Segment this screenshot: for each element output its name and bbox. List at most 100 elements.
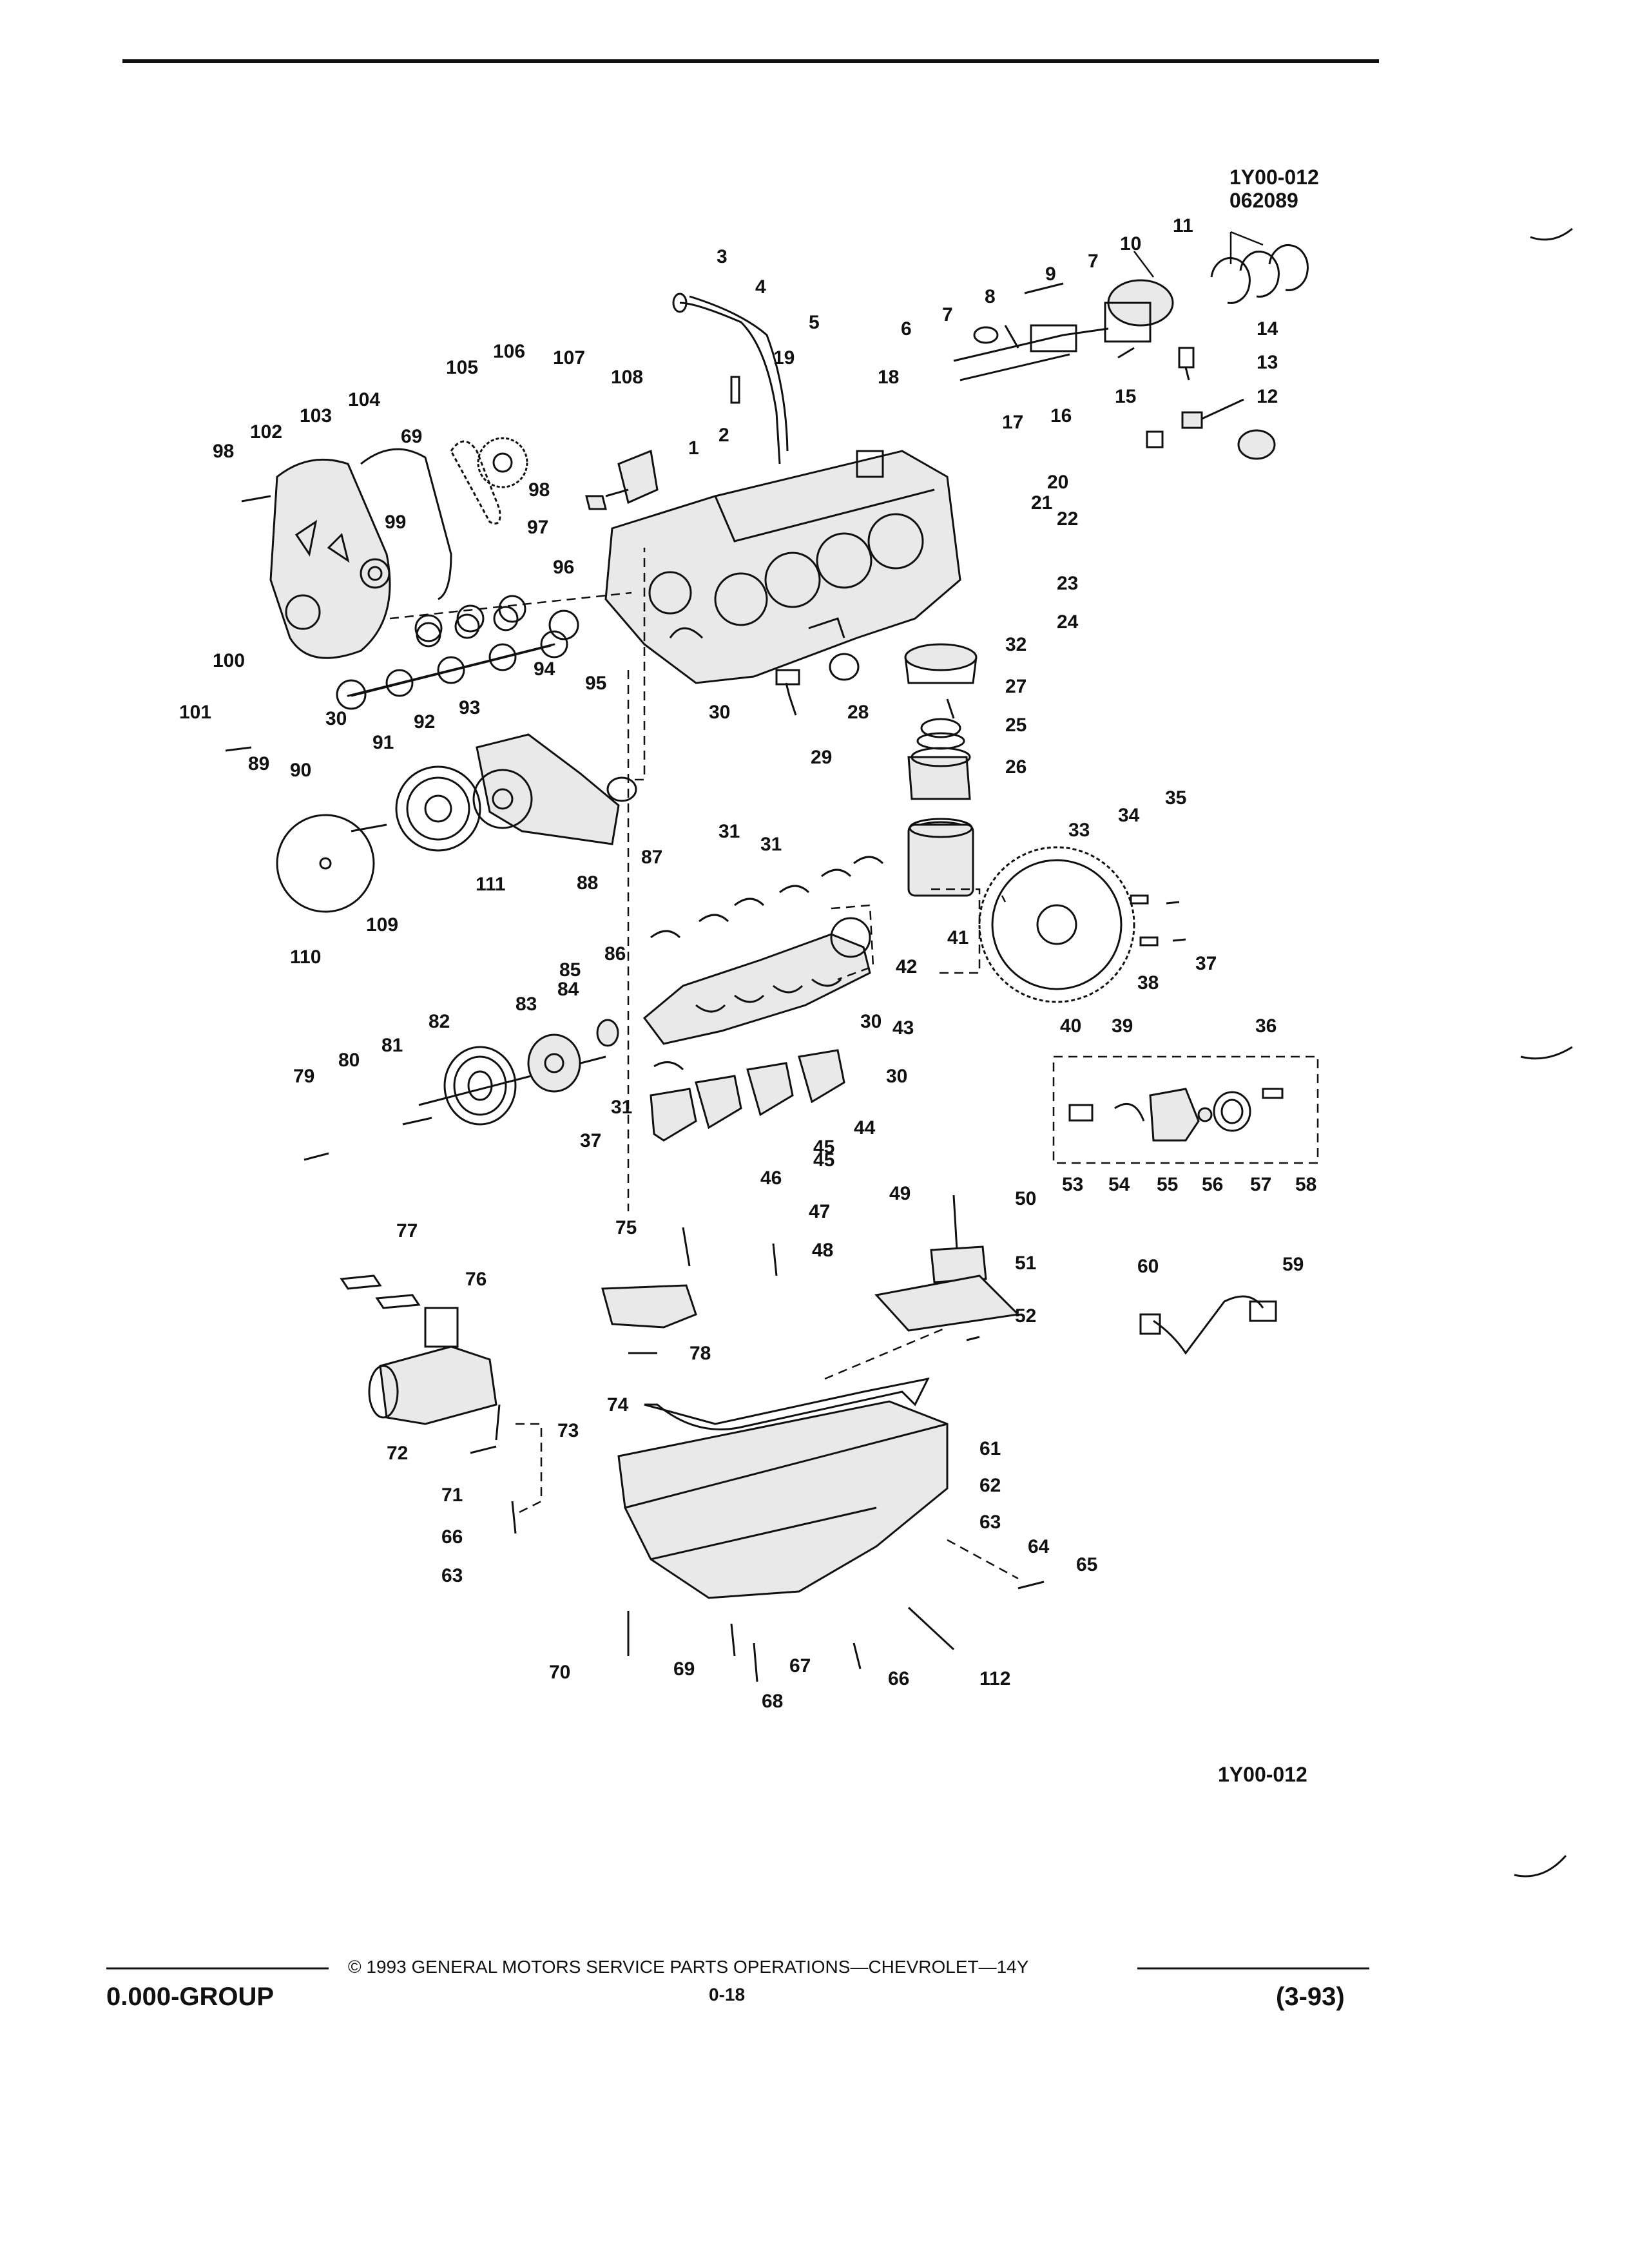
- small-parts-center: [775, 617, 860, 716]
- callout-46: 46: [760, 1168, 782, 1189]
- callout-38: 38: [1137, 972, 1159, 994]
- callout-87: 87: [641, 847, 662, 868]
- callout-89: 89: [248, 753, 269, 774]
- callout-104: 104: [348, 389, 380, 410]
- callout-80: 80: [338, 1050, 360, 1071]
- callout-86: 86: [604, 943, 626, 965]
- callout-21: 21: [1031, 492, 1052, 514]
- callout-41: 41: [947, 927, 969, 948]
- callout-30a: 30: [709, 702, 730, 723]
- callout-29: 29: [811, 747, 832, 768]
- callout-13: 13: [1257, 352, 1278, 373]
- callout-33: 33: [1068, 820, 1090, 841]
- callout-108: 108: [611, 367, 643, 388]
- rear-main-seal-kit: [1052, 1055, 1319, 1164]
- callout-43: 43: [892, 1017, 914, 1039]
- camshaft: [336, 595, 579, 710]
- callout-88: 88: [577, 872, 598, 894]
- callout-85: 85: [559, 959, 581, 981]
- callout-93: 93: [459, 697, 480, 718]
- callout-16: 16: [1050, 405, 1072, 427]
- callout-72: 72: [387, 1443, 408, 1464]
- callout-77: 77: [396, 1220, 418, 1242]
- starter-shims: [340, 1274, 421, 1309]
- callout-labels: 1 2 3 4 5 6 7 7 8 9 10 11 12 13 14 15 16…: [179, 215, 1316, 1712]
- dipstick-assembly: [672, 293, 789, 465]
- callout-7a: 7: [942, 304, 953, 325]
- figure-code-bottom: 1Y00-012: [1218, 1763, 1307, 1786]
- oil-filter: [907, 818, 974, 897]
- callout-98b: 98: [528, 479, 550, 501]
- callout-22: 22: [1057, 508, 1078, 530]
- callout-42: 42: [896, 956, 917, 977]
- callout-68: 68: [762, 1691, 783, 1712]
- callout-100: 100: [213, 650, 245, 671]
- callout-40: 40: [1060, 1015, 1081, 1037]
- callout-24: 24: [1057, 611, 1079, 633]
- callout-30d: 30: [860, 1011, 882, 1032]
- callout-50: 50: [1015, 1188, 1036, 1209]
- callout-107: 107: [553, 347, 585, 369]
- callout-28: 28: [847, 702, 869, 723]
- callout-112: 112: [979, 1668, 1010, 1689]
- wiring-harness: [1139, 1295, 1277, 1355]
- callout-66b: 66: [888, 1668, 909, 1689]
- callout-25: 25: [1005, 715, 1027, 736]
- callout-69b: 69: [401, 426, 422, 447]
- callout-54: 54: [1108, 1174, 1130, 1195]
- callout-51: 51: [1015, 1253, 1036, 1274]
- callout-45b: 45: [813, 1137, 834, 1158]
- callout-59: 59: [1282, 1254, 1304, 1275]
- callout-2: 2: [718, 425, 729, 446]
- cam-bearings: [416, 606, 519, 648]
- oil-pump: [874, 1195, 1021, 1332]
- callout-79: 79: [293, 1066, 314, 1087]
- starter-motor: [368, 1307, 497, 1425]
- callout-52: 52: [1015, 1305, 1036, 1327]
- callout-32: 32: [1005, 634, 1027, 655]
- callout-5: 5: [809, 312, 820, 333]
- callout-12: 12: [1257, 386, 1278, 407]
- callout-48: 48: [812, 1240, 833, 1261]
- callout-18: 18: [878, 367, 899, 388]
- callout-71: 71: [441, 1485, 463, 1506]
- callout-26: 26: [1005, 756, 1027, 778]
- callout-63b: 63: [441, 1565, 463, 1586]
- drawing-date: 062089: [1229, 189, 1298, 212]
- callout-47: 47: [809, 1201, 830, 1222]
- callout-98a: 98: [213, 441, 234, 462]
- callout-109: 109: [366, 914, 398, 936]
- leader-lines: [389, 231, 1264, 1580]
- callout-60: 60: [1137, 1256, 1159, 1277]
- callout-9: 9: [1045, 264, 1056, 285]
- callout-110: 110: [290, 947, 321, 968]
- callout-64: 64: [1028, 1536, 1050, 1557]
- callout-14: 14: [1257, 318, 1278, 340]
- callout-31a: 31: [718, 821, 740, 842]
- callout-81: 81: [381, 1035, 403, 1056]
- callout-78: 78: [689, 1343, 711, 1364]
- callout-55: 55: [1157, 1174, 1178, 1195]
- callout-15: 15: [1115, 386, 1136, 407]
- timing-chain: [450, 440, 501, 524]
- timing-cover: [269, 458, 391, 659]
- callout-11: 11: [1173, 215, 1193, 236]
- binding-mark-1: [1530, 227, 1573, 241]
- oil-pan: [617, 1377, 949, 1599]
- timing-gasket: [360, 448, 452, 601]
- callout-65: 65: [1076, 1554, 1097, 1575]
- callout-75: 75: [615, 1217, 637, 1238]
- callout-91: 91: [372, 732, 394, 753]
- callout-37b: 37: [580, 1130, 601, 1151]
- callout-61: 61: [979, 1438, 1001, 1459]
- engine-block: [604, 450, 961, 684]
- callout-56: 56: [1202, 1174, 1223, 1195]
- callout-4: 4: [755, 276, 766, 298]
- callout-17: 17: [1002, 412, 1023, 433]
- callout-6: 6: [901, 318, 912, 340]
- water-pump: [472, 733, 637, 845]
- callout-103: 103: [300, 405, 332, 427]
- callout-30c: 30: [886, 1066, 907, 1087]
- water-pump-pulley: [395, 765, 481, 852]
